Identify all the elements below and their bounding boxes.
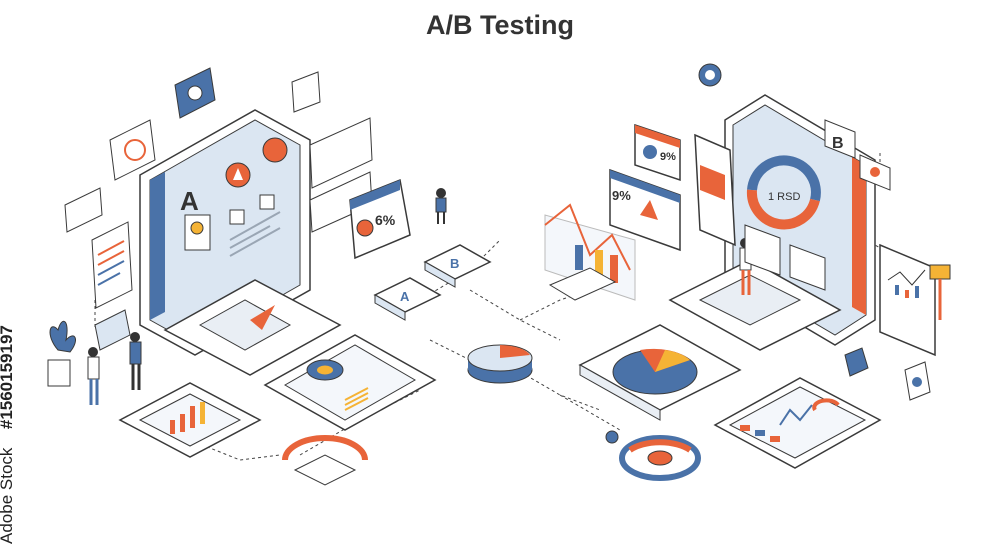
tablet-dashboard-right — [713, 377, 882, 469]
gauge-bottom-left — [282, 435, 368, 486]
tile-a: A — [373, 277, 442, 321]
document-chart-right — [879, 243, 951, 357]
tablet-bar-chart — [118, 382, 262, 458]
phone-panel-right — [694, 133, 736, 247]
screen-letter-b: B — [832, 135, 844, 152]
tile-b-letter: B — [450, 256, 459, 271]
left-card-percent: 6% — [375, 212, 396, 228]
tablet-donut — [263, 334, 437, 431]
speaker-icon — [904, 361, 931, 401]
tablet-pie — [578, 324, 742, 421]
floating-widgets-right: 9% 9% — [609, 63, 891, 291]
people-left — [87, 309, 142, 405]
plant — [47, 320, 76, 387]
center-cylinder-chart — [467, 344, 533, 384]
floating-widgets-left — [64, 67, 373, 309]
tile-a-letter: A — [400, 289, 410, 304]
screen-letter-a: A — [180, 186, 199, 216]
donut-value: 1 RSD — [768, 191, 800, 203]
right-card-percent: 9% — [660, 151, 676, 163]
person-center — [435, 188, 447, 224]
page-title: A/B Testing — [426, 10, 574, 40]
percent-card-left: 6% — [349, 178, 411, 260]
keyboard-base-right — [668, 259, 842, 351]
tile-b: B — [423, 244, 492, 288]
center-line-chart — [544, 203, 636, 301]
lock-icon — [844, 347, 869, 377]
right-panel-percent: 9% — [612, 188, 631, 203]
keyboard-base-left — [163, 279, 342, 376]
ring-chart-bottom — [605, 430, 701, 481]
